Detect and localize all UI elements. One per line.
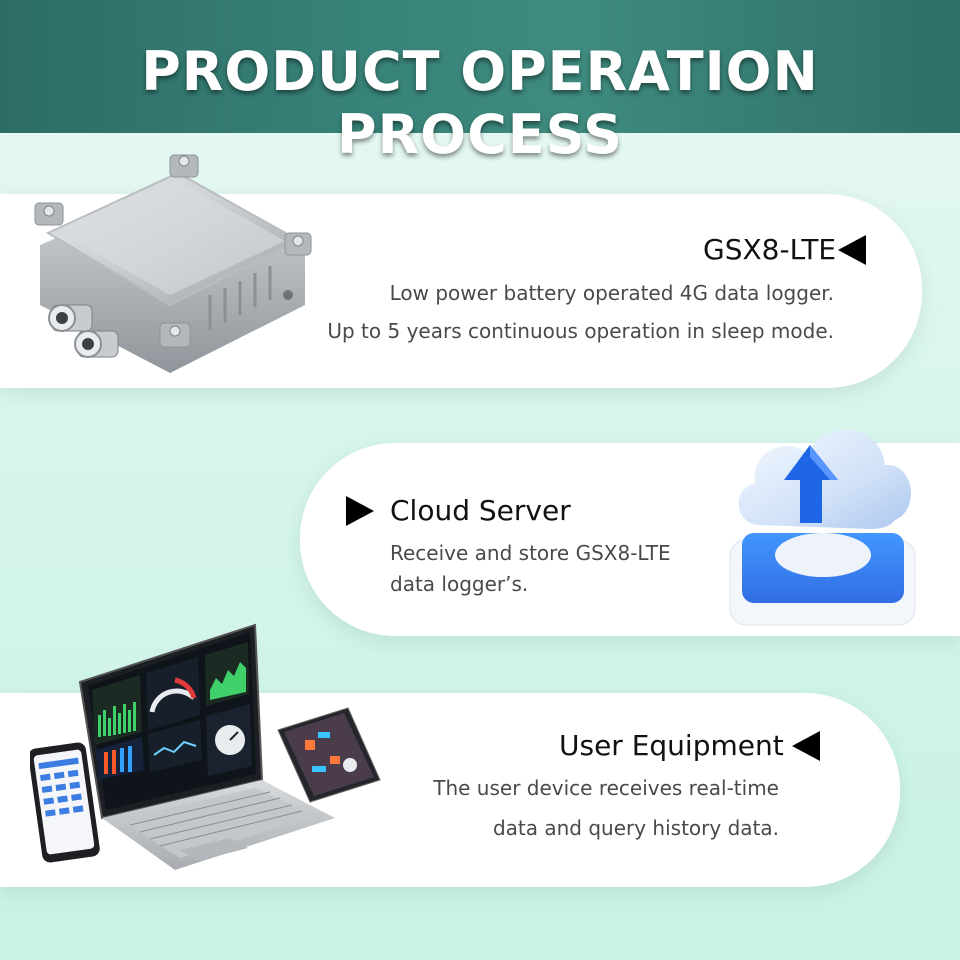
step-desc-line: Up to 5 years continuous operation in sl…: [327, 319, 834, 343]
cloud-upload-icon: [729, 429, 916, 626]
triangle-arrow-icon: [838, 235, 866, 265]
triangle-arrow-icon: [792, 731, 820, 761]
step-desc-line: Low power battery operated 4G data logge…: [389, 281, 834, 305]
laptop-tablet-phone-image: [30, 623, 381, 870]
step-desc-line: The user device receives real-time: [433, 776, 779, 800]
data-logger-enclosure-image: [34, 154, 312, 373]
step-title-user-equipment: User Equipment: [559, 729, 784, 762]
step-desc-line: data logger’s.: [390, 572, 529, 596]
page-title: PRODUCT OPERATION PROCESS: [141, 40, 819, 166]
step-desc-line: data and query history data.: [492, 816, 779, 840]
step-title-cloud-server: Cloud Server: [390, 494, 571, 527]
step-title-gsx8-lte: GSX8-LTE: [703, 233, 837, 266]
triangle-arrow-icon: [346, 496, 374, 526]
step-desc-line: Receive and store GSX8-LTE: [390, 541, 671, 565]
header-banner: PRODUCT OPERATION PROCESS: [0, 0, 960, 166]
